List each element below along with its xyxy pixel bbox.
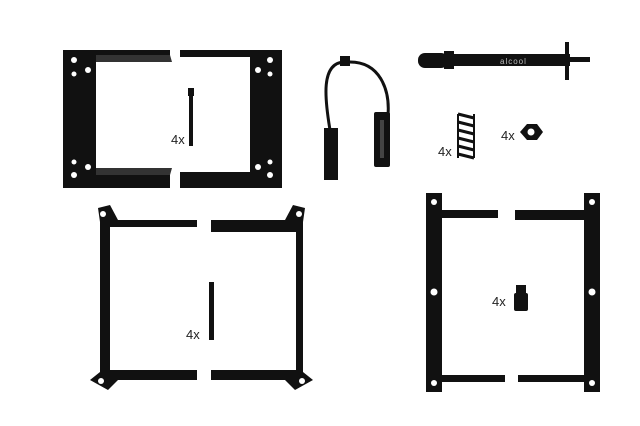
diamond-corner-bracket-pair (90, 205, 313, 390)
bracket-right-half (180, 50, 282, 188)
spring (457, 112, 475, 160)
square-bracket-pair (63, 50, 282, 188)
rectangular-bracket-pair (426, 193, 600, 392)
thermal-paste-syringe: alcool (418, 42, 590, 80)
thumb-screw (514, 285, 528, 311)
hex-nut (520, 124, 543, 140)
rgb-cable-adapter (324, 56, 390, 180)
bracket-left-half (63, 50, 170, 188)
quantity-label: 4x (438, 144, 452, 159)
standoff-screw (188, 88, 194, 146)
quantity-label: 4x (171, 132, 185, 147)
standoff-screw-2 (209, 282, 214, 340)
quantity-label: 4x (186, 327, 200, 342)
syringe-logo: alcool (500, 57, 527, 66)
quantity-label: 4x (501, 128, 515, 143)
quantity-label: 4x (492, 294, 506, 309)
